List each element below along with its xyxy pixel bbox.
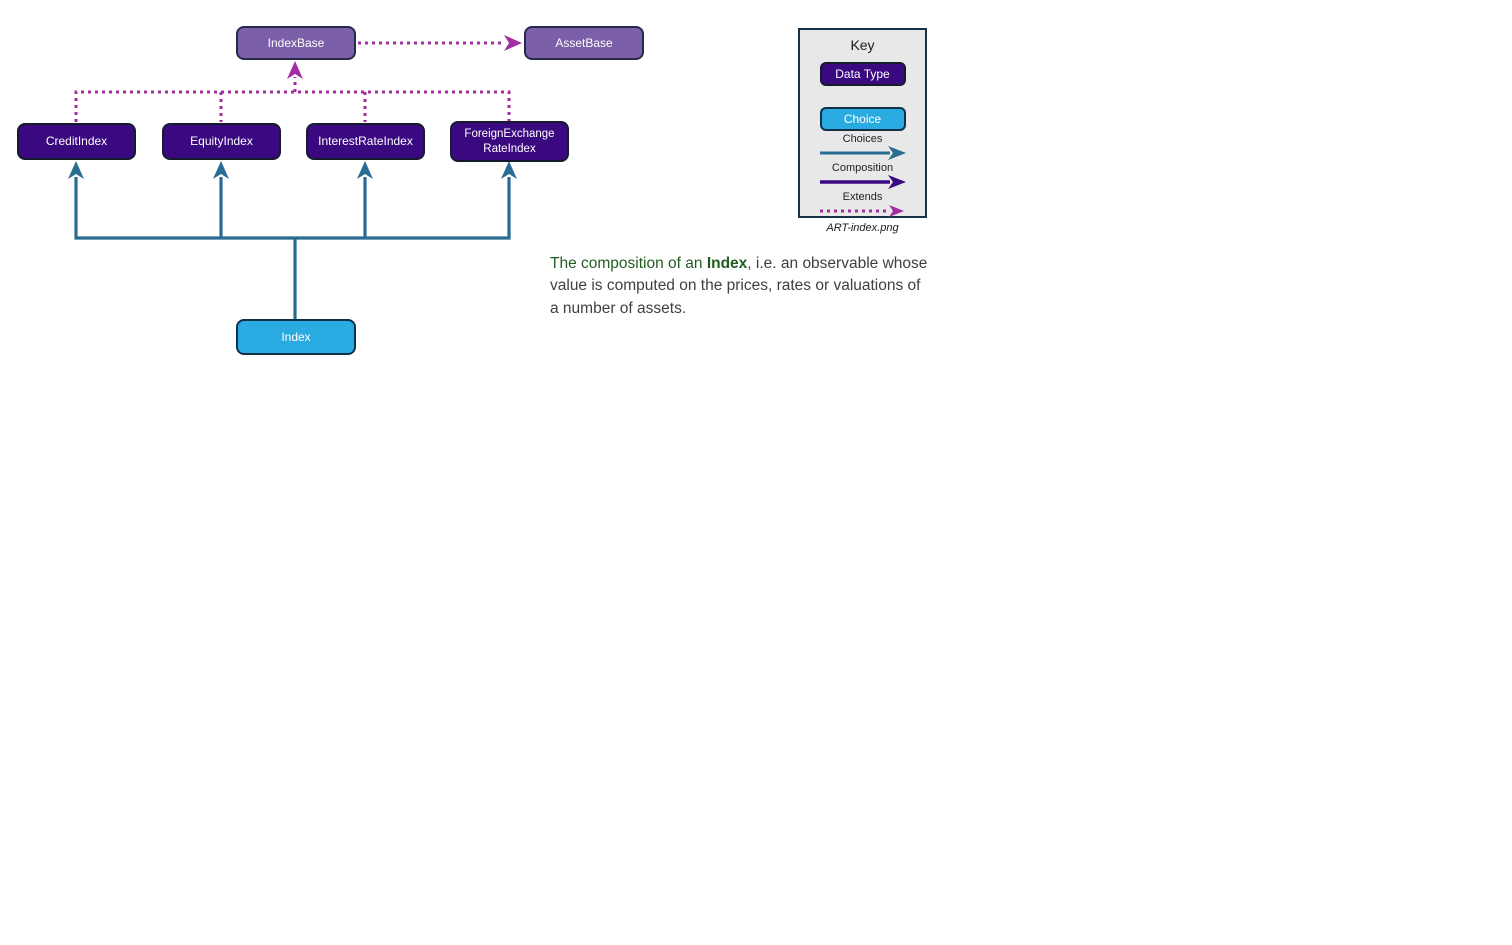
- node-assetbase: AssetBase: [524, 26, 644, 60]
- extends-arrow-icon: [819, 205, 904, 217]
- node-equityindex: EquityIndex: [162, 123, 281, 160]
- key-choices-label: Choices: [842, 133, 883, 145]
- key-legend-extends: Extends: [819, 191, 906, 218]
- node-index: Index: [236, 319, 356, 355]
- key-title: Key: [850, 37, 875, 53]
- extends-tree-line: [74, 77, 511, 122]
- extends-arrowhead-up-icon: [287, 61, 303, 79]
- node-foreignexchangerateindex: ForeignExchange RateIndex: [450, 121, 569, 162]
- choices-arrowhead-equity-icon: [213, 161, 229, 179]
- choices-arrowhead-fx-icon: [501, 161, 517, 179]
- composition-arrow-icon: [819, 175, 906, 189]
- node-interestrateindex: InterestRateIndex: [306, 123, 425, 160]
- key-panel: Key Data Type Choice Choices Composition…: [798, 28, 927, 218]
- description-text: The composition of an Index, i.e. an obs…: [550, 253, 928, 320]
- node-indexbase: IndexBase: [236, 26, 356, 60]
- node-creditindex: CreditIndex: [17, 123, 136, 160]
- description-term: Index: [706, 255, 748, 272]
- key-datatype-sample: Data Type: [819, 62, 906, 86]
- key-legend-composition: Composition: [819, 162, 906, 189]
- choices-arrowhead-credit-icon: [68, 161, 84, 179]
- choices-tree-line: [74, 177, 511, 321]
- key-legend-choices: Choices: [819, 133, 906, 160]
- choices-arrowhead-interest-icon: [357, 161, 373, 179]
- key-choice-sample: Choice: [819, 107, 906, 131]
- extends-arrowhead-right-icon: [504, 35, 522, 51]
- description-lead: The composition of an: [550, 255, 707, 272]
- key-caption: ART-index.png: [826, 222, 899, 234]
- choices-arrow-icon: [819, 146, 906, 160]
- description-rest: , i.e. an observable whose value is comp…: [550, 255, 928, 317]
- description-period: .: [681, 299, 687, 317]
- key-composition-label: Composition: [831, 162, 894, 174]
- key-extends-label: Extends: [842, 191, 883, 203]
